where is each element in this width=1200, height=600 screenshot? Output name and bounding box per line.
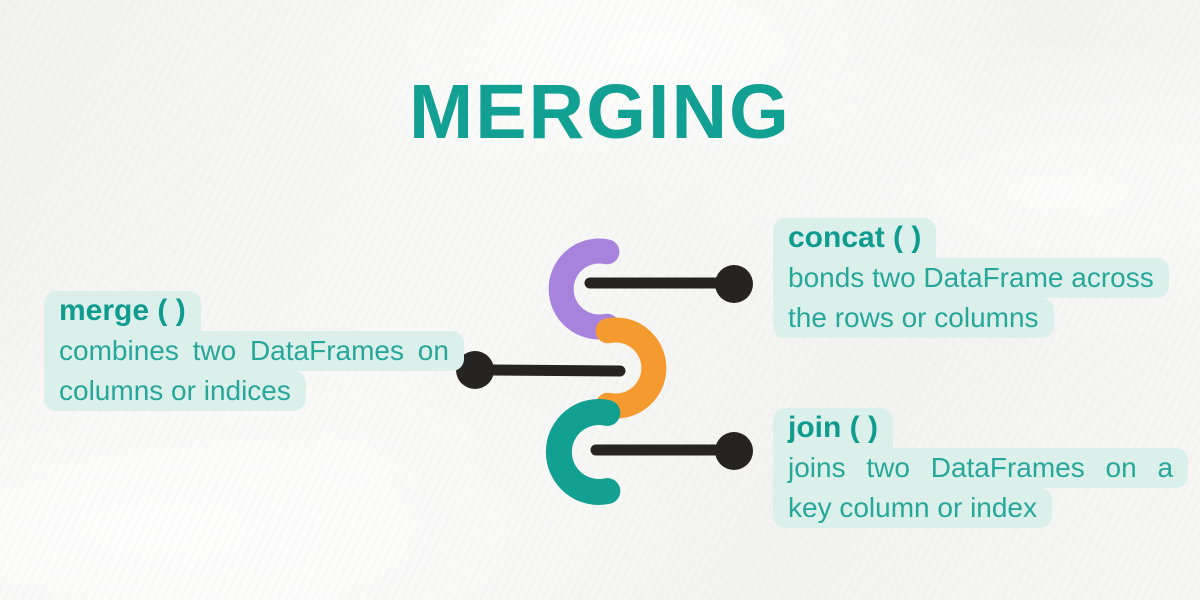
concat-description-line-2: the rows or columns bbox=[773, 298, 1054, 338]
merge-callout: merge ( ) combines two DataFrames on col… bbox=[44, 291, 464, 411]
join-description-line-1: joins two DataFrames on a bbox=[773, 448, 1189, 488]
join-callout-line-1: joins two DataFrames on a bbox=[773, 448, 1189, 488]
concat-heading: concat ( ) bbox=[773, 218, 937, 258]
concat-callout-heading-row: concat ( ) bbox=[773, 218, 1169, 258]
merge-callout-line-2: columns or indices bbox=[44, 371, 464, 411]
merge-callout-line-1: combines two DataFrames on bbox=[44, 331, 464, 371]
concat-callout: concat ( ) bonds two DataFrame across th… bbox=[773, 218, 1169, 338]
join-description-line-2: key column or index bbox=[773, 488, 1053, 528]
merge-connector-dot bbox=[456, 351, 494, 389]
concat-connector-dot bbox=[715, 265, 753, 303]
concat-callout-line-1: bonds two DataFrame across bbox=[773, 258, 1169, 298]
merge-description-line-2: columns or indices bbox=[44, 371, 306, 411]
merge-arc-icon bbox=[595, 317, 667, 419]
join-heading: join ( ) bbox=[773, 408, 893, 448]
join-callout-line-2: key column or index bbox=[773, 488, 1188, 528]
merge-callout-heading-row: merge ( ) bbox=[44, 291, 464, 331]
concat-arc-icon bbox=[548, 238, 620, 340]
concat-callout-line-2: the rows or columns bbox=[773, 298, 1169, 338]
concat-description-line-1: bonds two DataFrame across bbox=[773, 258, 1169, 298]
join-arc-icon bbox=[545, 399, 621, 505]
page-title: MERGING bbox=[409, 69, 791, 155]
join-callout: join ( ) joins two DataFrames on a key c… bbox=[773, 408, 1189, 528]
join-connector-dot bbox=[715, 432, 753, 470]
join-callout-heading-row: join ( ) bbox=[773, 408, 1188, 448]
merge-connector-line bbox=[486, 364, 626, 377]
merge-heading: merge ( ) bbox=[44, 291, 201, 331]
merge-description-line-1: combines two DataFrames on bbox=[44, 331, 464, 371]
